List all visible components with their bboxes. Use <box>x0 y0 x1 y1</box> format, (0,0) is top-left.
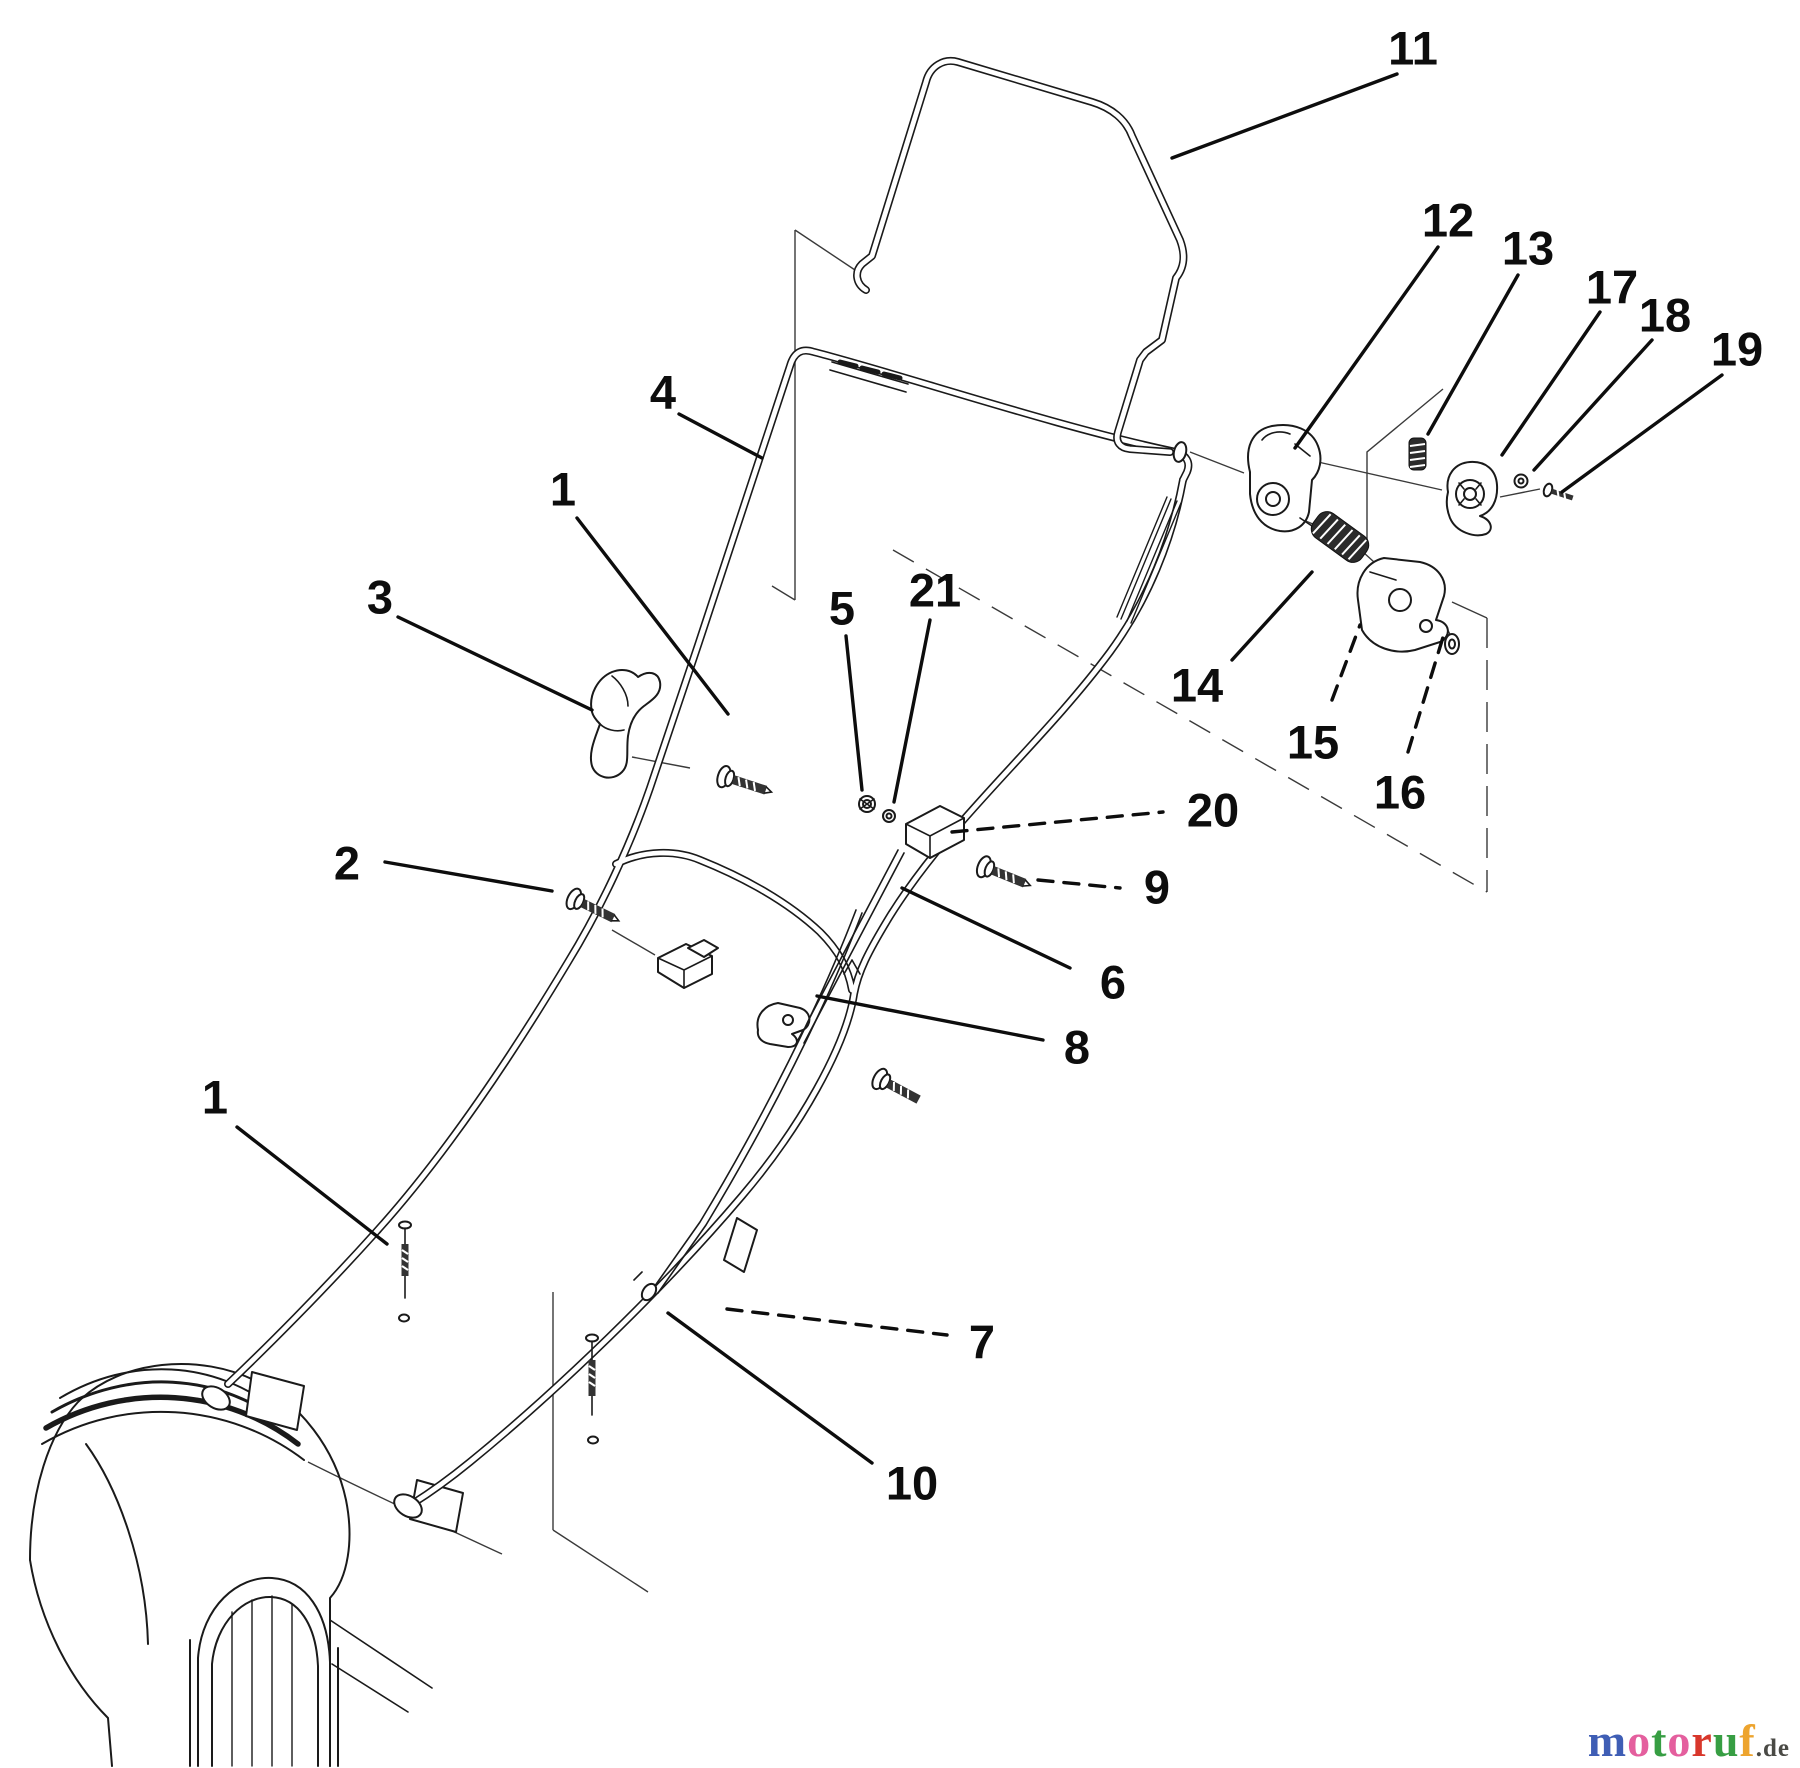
leader-line-7 <box>725 1307 949 1337</box>
leader-line-18 <box>1532 338 1654 472</box>
callout-17: 17 <box>1586 261 1638 314</box>
callout-15: 15 <box>1287 716 1339 769</box>
logo-letter: t <box>1651 1715 1668 1766</box>
leader-line-4 <box>677 412 764 460</box>
nut <box>858 795 876 813</box>
leader-line-14 <box>1230 570 1314 662</box>
small-screw <box>1542 482 1574 501</box>
leader-line-1-upper <box>575 516 730 716</box>
bolt-1-right <box>585 1333 599 1445</box>
logo-letter: f <box>1739 1715 1756 1766</box>
control-housing <box>1247 424 1322 533</box>
throttle-lever <box>590 668 662 779</box>
large-spring <box>1310 511 1370 563</box>
washer-pin <box>882 809 896 823</box>
callout-13: 13 <box>1502 222 1554 275</box>
leader-line-20 <box>950 810 1165 834</box>
hardware-parts <box>398 424 1574 1445</box>
callout-7: 7 <box>969 1316 995 1369</box>
leader-line-8 <box>815 994 1045 1042</box>
callout-3: 3 <box>367 571 393 624</box>
screw-1-upper <box>716 764 774 795</box>
callout-1-lower: 1 <box>202 1071 228 1124</box>
leader-line-9 <box>1036 878 1122 890</box>
logo-letter: u <box>1712 1715 1740 1766</box>
bolt-1-lower <box>398 1220 412 1323</box>
cable-lever <box>756 1002 811 1048</box>
callout-20: 20 <box>1187 784 1239 837</box>
leader-line-2 <box>383 860 554 893</box>
callout-19: 19 <box>1711 323 1763 376</box>
leader-line-5 <box>844 634 864 792</box>
logo-letter: o <box>1627 1715 1652 1766</box>
motoruf-logo-suffix: .de <box>1755 1735 1790 1762</box>
motoruf-logo[interactable]: motoruf.de <box>1588 1718 1790 1764</box>
leader-line-11 <box>1170 72 1399 160</box>
callout-16: 16 <box>1374 766 1426 819</box>
screw-2 <box>565 887 621 923</box>
callout-10: 10 <box>886 1457 938 1510</box>
leader-line-6 <box>900 886 1072 970</box>
callout-8: 8 <box>1064 1021 1090 1074</box>
leader-line-16 <box>1406 632 1446 754</box>
leader-line-19 <box>1560 373 1724 494</box>
leader-line-13 <box>1426 273 1520 436</box>
pivot-plate <box>1445 460 1499 537</box>
small-spring <box>1408 437 1427 471</box>
screw-8b <box>871 1067 921 1104</box>
leader-line-10 <box>666 1311 874 1465</box>
mower-deck <box>29 1362 464 1767</box>
screw-9 <box>975 855 1032 888</box>
bail-control-bar <box>853 57 1188 463</box>
callout-21: 21 <box>909 564 961 617</box>
control-cable <box>633 909 863 1302</box>
washer <box>1513 473 1529 489</box>
callout-1-upper: 1 <box>550 463 576 516</box>
logo-letter: o <box>1667 1715 1692 1766</box>
logo-letter: m <box>1587 1715 1628 1766</box>
construction-lines <box>307 229 1541 1593</box>
callout-14: 14 <box>1171 659 1223 712</box>
logo-letter: r <box>1691 1715 1713 1766</box>
tube-clamp-box <box>657 939 719 989</box>
callout-2: 2 <box>334 837 360 890</box>
callout-9: 9 <box>1144 861 1170 914</box>
leader-line-12 <box>1293 245 1440 450</box>
leader-line-15 <box>1330 623 1362 702</box>
handle-tubes <box>201 346 1193 1519</box>
leader-line-21 <box>892 618 932 804</box>
leader-line-3 <box>396 615 594 712</box>
callout-4: 4 <box>650 366 676 419</box>
leader-line-17 <box>1500 310 1602 457</box>
brake-bracket <box>1356 557 1449 653</box>
callout-5: 5 <box>829 582 855 635</box>
callout-12: 12 <box>1422 194 1474 247</box>
callout-11: 11 <box>1388 22 1438 75</box>
motoruf-logo-text: motoruf <box>1588 1715 1756 1766</box>
callout-18: 18 <box>1639 289 1691 342</box>
o-ring <box>1444 633 1460 655</box>
callout-6: 6 <box>1100 956 1126 1009</box>
leader-line-1-lower <box>235 1125 389 1246</box>
